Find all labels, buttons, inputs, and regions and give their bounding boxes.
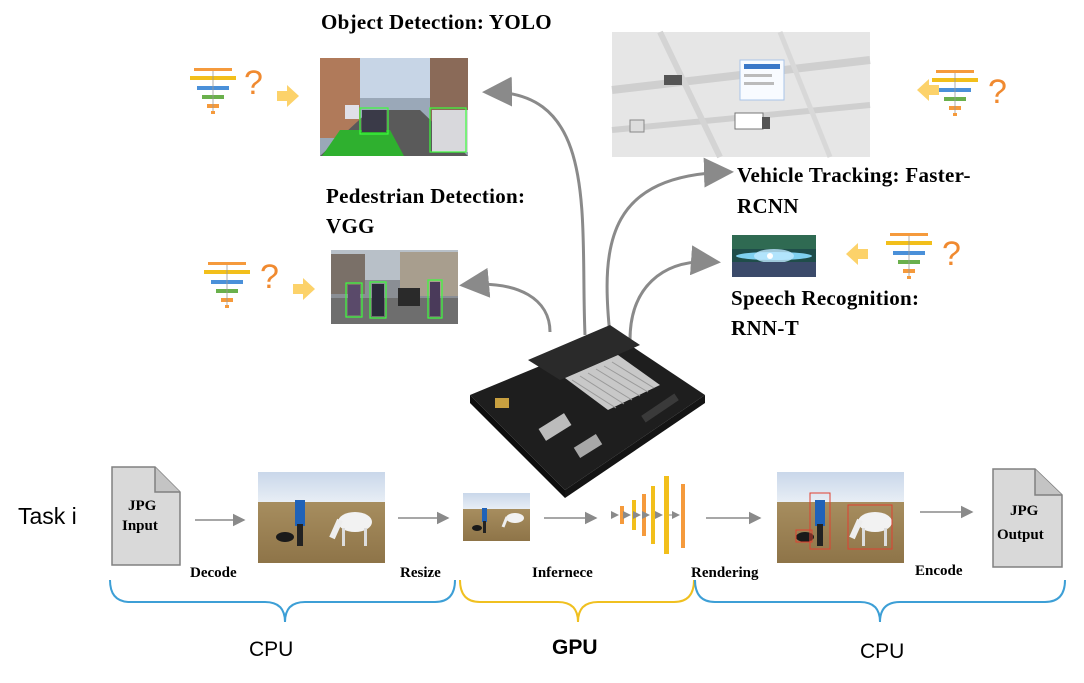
question-mark-icon-4: ? xyxy=(942,235,961,273)
resized-image xyxy=(463,493,530,541)
vehicle-tracking-map-image xyxy=(611,30,871,159)
left-arrow-icon-1 xyxy=(917,79,939,101)
pedestrian-detection-image xyxy=(331,250,458,324)
step-inference: Infernece xyxy=(532,565,593,581)
input-document-icon xyxy=(111,466,181,566)
rendered-image xyxy=(777,472,904,563)
pedestrian-detection-title-line2: VGG xyxy=(326,214,375,238)
decoded-image xyxy=(258,472,385,563)
gpu-brace xyxy=(459,579,695,623)
vehicle-tracking-title-line1: Vehicle Tracking: Faster- xyxy=(737,163,971,187)
output-file-label-line1: JPG xyxy=(1010,503,1039,519)
model-funnel-icon-4 xyxy=(886,233,932,279)
question-mark-icon-1: ? xyxy=(244,64,263,102)
vehicle-tracking-title-line2: RCNN xyxy=(737,194,799,218)
pipeline-arrows xyxy=(195,505,974,527)
right-arrow-icon-2 xyxy=(293,278,315,300)
pedestrian-detection-title-line1: Pedestrian Detection: xyxy=(326,184,526,208)
step-decode: Decode xyxy=(190,565,237,581)
speech-spectrogram-image xyxy=(732,235,816,277)
task-label: Task i xyxy=(18,503,77,529)
arrow-to-pedestrian-detection xyxy=(459,267,552,333)
step-encode: Encode xyxy=(915,563,963,579)
cpu-brace-right xyxy=(694,579,1066,623)
model-funnel-icon-2 xyxy=(204,262,250,308)
processor-gpu: GPU xyxy=(552,636,598,659)
task-arrows xyxy=(459,76,734,341)
neural-network-icon xyxy=(611,476,685,554)
arrow-to-speech-recognition xyxy=(628,245,721,341)
question-mark-icon-3: ? xyxy=(988,73,1007,111)
speech-recognition-title-line2: RNN-T xyxy=(731,316,799,340)
model-funnel-icon-3 xyxy=(932,70,978,116)
input-file-label-line1: JPG xyxy=(128,498,157,514)
speech-recognition-title-line1: Speech Recognition: xyxy=(731,286,920,310)
input-file-label-line2: Input xyxy=(122,518,158,534)
output-file-label-line2: Output xyxy=(997,527,1044,543)
question-mark-icon-2: ? xyxy=(260,258,279,296)
cpu-brace-left xyxy=(109,579,456,623)
step-resize: Resize xyxy=(400,565,441,581)
output-document-icon xyxy=(992,468,1063,568)
processor-cpu-left: CPU xyxy=(249,638,294,661)
object-detection-title: Object Detection: YOLO xyxy=(321,10,552,34)
left-arrow-icon-2 xyxy=(846,243,868,265)
object-detection-image xyxy=(320,58,468,156)
step-rendering: Rendering xyxy=(691,565,759,581)
right-arrow-icon-1 xyxy=(277,85,299,107)
model-funnel-icon-1 xyxy=(190,68,236,114)
arrow-to-object-detection xyxy=(482,76,587,336)
jetson-board-image xyxy=(470,325,705,498)
processor-cpu-right: CPU xyxy=(860,640,905,663)
arrow-to-vehicle-tracking xyxy=(605,157,734,336)
